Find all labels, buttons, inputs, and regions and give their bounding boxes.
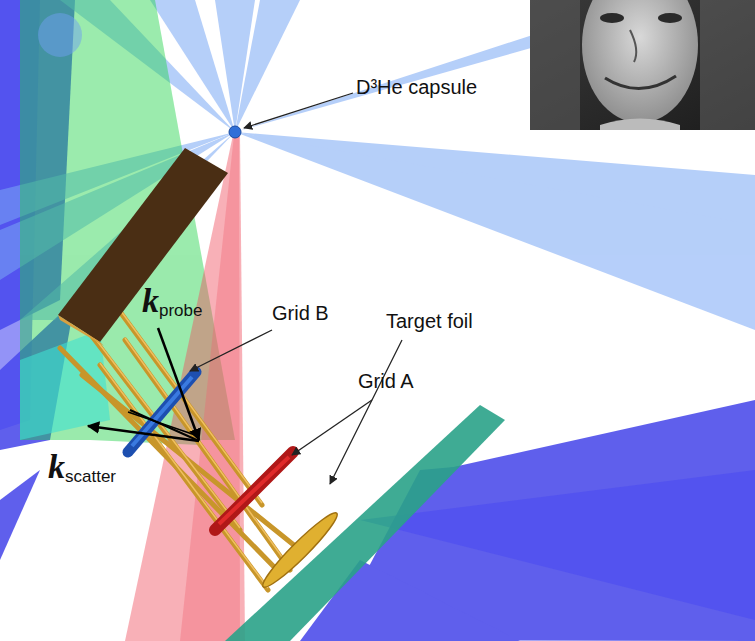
- part-label: D³He capsule: [356, 76, 477, 98]
- grid-a-face: [219, 457, 289, 524]
- beam-spot: [38, 13, 82, 57]
- scatter-construction: [130, 410, 199, 441]
- scatter-construction: [128, 412, 198, 436]
- capsule: [229, 126, 241, 138]
- leader-lines: [190, 93, 402, 484]
- part-label: Target foil: [386, 310, 473, 332]
- vector-label: kprobe: [142, 282, 202, 321]
- shield-slab: [58, 148, 228, 342]
- target-foil: [258, 508, 343, 593]
- slab-edge: [58, 315, 104, 346]
- portrait-photo: [530, 0, 755, 130]
- probe-vector: [158, 328, 199, 440]
- vector-label: kscatter: [48, 448, 116, 487]
- rod-highlight: [78, 288, 290, 588]
- part-label: Grid A: [358, 370, 414, 392]
- part-label: Grid B: [272, 302, 329, 324]
- grid-a: [215, 452, 293, 530]
